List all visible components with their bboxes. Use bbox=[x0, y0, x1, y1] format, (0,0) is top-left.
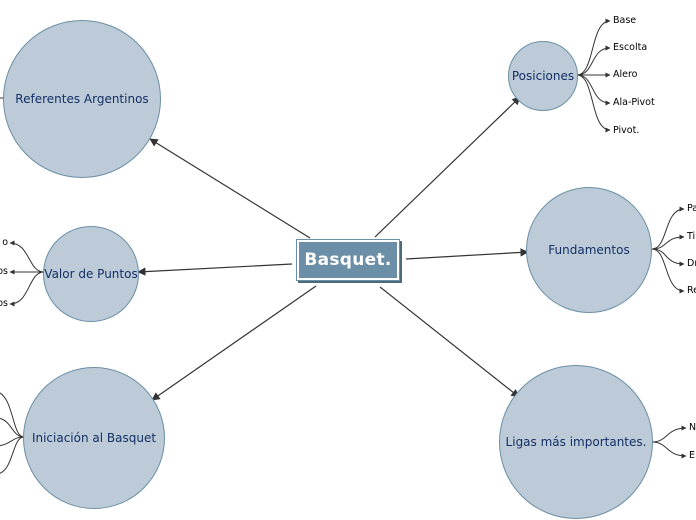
connector-referentes bbox=[149, 138, 311, 239]
valor-branches bbox=[9, 240, 45, 307]
central-label: Basquet. bbox=[304, 250, 392, 270]
subtopic-pivot[interactable]: Pivot. bbox=[613, 125, 640, 136]
subtopic-valor-1[interactable]: o bbox=[2, 237, 8, 248]
connector-valor bbox=[137, 263, 293, 276]
connector-ligas bbox=[379, 286, 520, 398]
subtopic-fundamentos-4[interactable]: Re bbox=[687, 285, 696, 296]
topic-label: Ligas más importantes. bbox=[505, 435, 647, 449]
ligas-branches bbox=[651, 425, 687, 459]
connector-iniciacion bbox=[151, 285, 317, 401]
topic-fundamentos[interactable]: Fundamentos bbox=[526, 187, 652, 313]
posiciones-branches bbox=[576, 18, 611, 133]
topic-label: Referentes Argentinos bbox=[15, 92, 149, 106]
subtopic-valor-2[interactable]: os bbox=[0, 266, 8, 277]
subtopic-ala-pivot[interactable]: Ala-Pivot bbox=[613, 97, 655, 108]
subtopic-fundamentos-2[interactable]: Ti bbox=[687, 231, 696, 242]
subtopic-ligas-2[interactable]: E bbox=[689, 450, 696, 461]
iniciacion-branches bbox=[0, 392, 25, 474]
subtopic-fundamentos-1[interactable]: Pa bbox=[687, 203, 696, 214]
subtopic-ligas-1[interactable]: N bbox=[689, 422, 696, 433]
subtopic-fundamentos-3[interactable]: Dr bbox=[687, 258, 696, 269]
topic-label: Iniciación al Basquet bbox=[31, 431, 157, 445]
topic-iniciacion-al-basquet[interactable]: Iniciación al Basquet bbox=[23, 367, 165, 509]
topic-posiciones[interactable]: Posiciones bbox=[508, 41, 578, 111]
topic-label: Fundamentos bbox=[548, 243, 630, 257]
fundamentos-branches bbox=[651, 206, 685, 294]
topic-valor-de-puntos[interactable]: Valor de Puntos bbox=[43, 226, 139, 322]
subtopic-alero[interactable]: Alero bbox=[613, 69, 638, 80]
topic-referentes-argentinos[interactable]: Referentes Argentinos bbox=[3, 20, 161, 178]
central-topic[interactable]: Basquet. bbox=[297, 240, 399, 280]
topic-ligas-mas-importantes[interactable]: Ligas más importantes. bbox=[499, 365, 653, 519]
subtopic-valor-3[interactable]: os bbox=[0, 298, 8, 309]
connector-posiciones bbox=[374, 96, 521, 238]
subtopic-base[interactable]: Base bbox=[613, 15, 637, 26]
topic-label: Valor de Puntos bbox=[44, 267, 138, 281]
topic-label: Posiciones bbox=[511, 69, 575, 83]
subtopic-escolta[interactable]: Escolta bbox=[613, 42, 648, 53]
connector-fundamentos bbox=[405, 248, 529, 260]
